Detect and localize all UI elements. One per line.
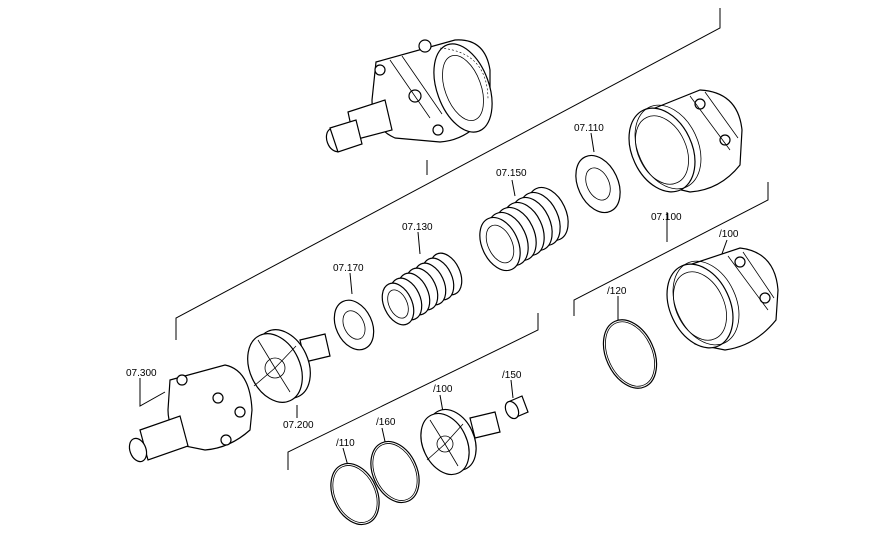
label-07-170: 07.170 [333, 263, 364, 274]
part-labels: 07.110 07.150 07.130 07.170 07.100 /100 … [126, 123, 739, 449]
spring-07-130-drawing [381, 252, 463, 326]
housing-07-100-drawing [628, 89, 743, 193]
spring-07-150-drawing [479, 186, 569, 272]
label-100-housing: /100 [719, 229, 739, 240]
label-07-200: 07.200 [283, 420, 314, 431]
label-07-100: 07.100 [651, 212, 682, 223]
ring-160-drawing [370, 440, 420, 504]
label-150: /150 [502, 370, 522, 381]
housing-100-drawing [666, 247, 779, 351]
bushing-150-drawing [504, 395, 529, 420]
label-100-piston: /100 [433, 384, 453, 395]
label-07-110: 07.110 [574, 123, 604, 134]
washer-07-110-drawing [575, 154, 621, 214]
label-07-150: 07.150 [496, 168, 527, 179]
label-07-130: 07.130 [402, 222, 433, 233]
top-assembly-drawing [325, 39, 493, 153]
label-120: /120 [607, 286, 627, 297]
ring-110-drawing [330, 462, 380, 526]
washer-07-170-drawing [333, 299, 375, 351]
o-ring-120-drawing [602, 319, 658, 389]
label-07-300: 07.300 [126, 368, 157, 379]
cover-07-300-drawing [128, 364, 253, 463]
label-160: /160 [376, 417, 396, 428]
piston-07-200-drawing [247, 329, 331, 403]
label-110: /110 [336, 438, 355, 449]
piston-100-drawing [420, 408, 501, 476]
